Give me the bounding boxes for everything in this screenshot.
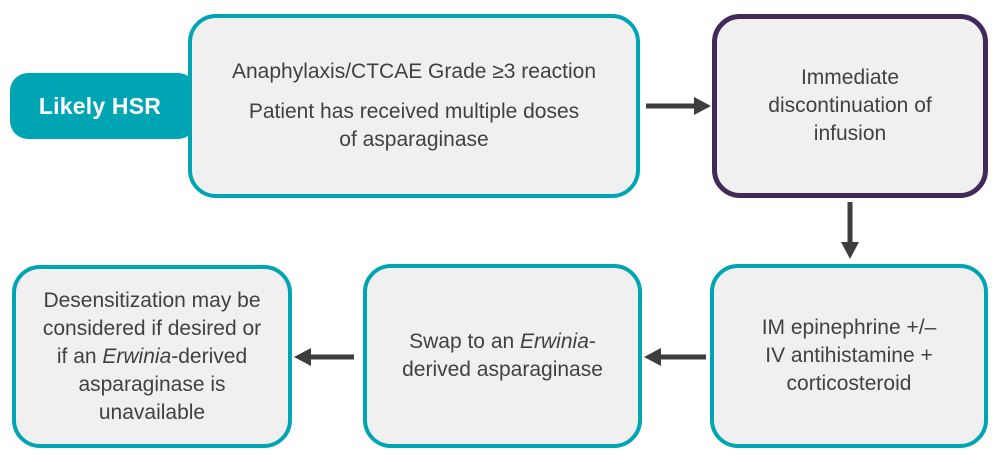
arrow-epinephrine-to-swap-icon — [644, 348, 706, 366]
trigger-doses-line-2: of asparaginase — [339, 128, 489, 151]
desensitization-erwinia-italic: Erwinia — [102, 344, 172, 368]
epinephrine-line-3: corticosteroid — [786, 372, 912, 395]
swap-line-1-pre: Swap to an — [409, 330, 521, 353]
desensitization-line-1: Desensitization may be — [43, 288, 261, 312]
desensitization-line-3-pre: if an — [56, 344, 103, 368]
discontinue-line-2: discontinuation of — [768, 94, 932, 117]
discontinue-line-1: Immediate — [800, 66, 900, 89]
desensitization-line-3-post: -derived — [171, 344, 248, 368]
discontinue-line-3: infusion — [813, 122, 887, 145]
arrow-trigger-to-discontinuation-icon — [646, 97, 711, 115]
likely-hsr-label: Likely HSR — [38, 92, 162, 119]
box-desensitization: Desensitization may be considered if des… — [12, 265, 292, 448]
trigger-criteria-line: Anaphylaxis/CTCAE Grade ≥3 reaction — [231, 60, 597, 83]
epinephrine-line-1: IM epinephrine +/– — [761, 316, 937, 339]
swap-line-1-post: - — [588, 330, 596, 353]
box-epinephrine-treatment: IM epinephrine +/– IV antihistamine + co… — [710, 264, 988, 448]
box-immediate-discontinuation: Immediate discontinuation of infusion — [712, 14, 988, 198]
box-swap-erwinia: Swap to an Erwinia- derived asparaginase — [363, 264, 642, 448]
desensitization-line-3: if an Erwinia-derived — [57, 343, 247, 371]
desensitization-line-5: unavailable — [98, 400, 206, 424]
likely-hsr-tab: Likely HSR — [10, 73, 196, 139]
desensitization-line-2: considered if desired or — [42, 316, 262, 340]
arrow-swap-to-desensitization-icon — [294, 348, 354, 366]
box-anaphylaxis-trigger: Anaphylaxis/CTCAE Grade ≥3 reaction Pati… — [188, 14, 640, 198]
epinephrine-line-2: IV antihistamine + — [765, 344, 933, 367]
trigger-doses-line-1: Patient has received multiple doses — [248, 100, 580, 123]
arrow-discontinuation-to-epinephrine-icon — [841, 202, 859, 259]
swap-erwinia-italic: Erwinia — [520, 330, 589, 353]
desensitization-line-4: asparaginase is — [78, 372, 226, 396]
swap-line-2: derived asparaginase — [402, 358, 603, 381]
swap-line-1: Swap to an Erwinia- — [409, 328, 596, 356]
